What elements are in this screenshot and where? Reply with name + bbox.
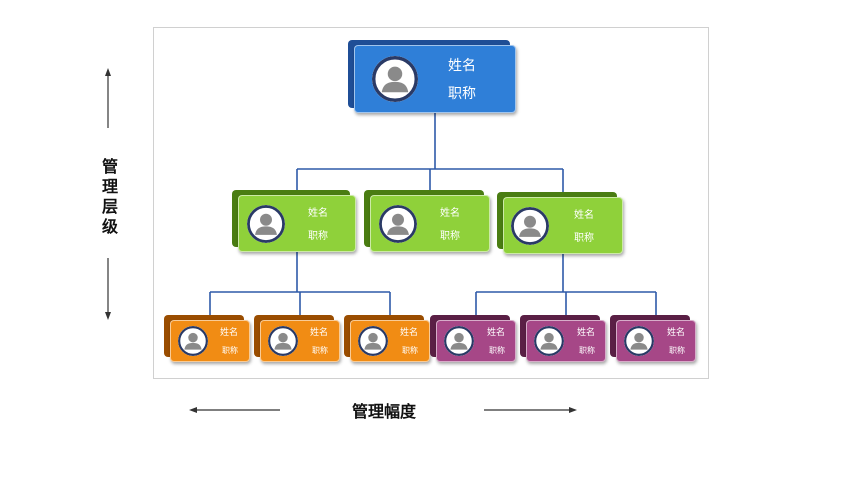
person-icon [247, 205, 285, 243]
node-name: 姓名 [487, 328, 506, 338]
node-name: 姓名 [220, 328, 239, 338]
person-icon [379, 205, 417, 243]
node-name: 姓名 [667, 328, 686, 338]
node-name: 姓名 [574, 210, 594, 221]
node-title: 职称 [308, 231, 328, 242]
org-node-staff-6: 姓名职称 [610, 315, 696, 362]
node-name: 姓名 [308, 208, 328, 219]
person-icon [511, 207, 549, 245]
management-span-label: 管理幅度 [352, 402, 417, 421]
person-icon [534, 326, 564, 356]
node-title: 职称 [669, 346, 685, 355]
person-icon [372, 56, 418, 102]
arrow-left-icon [189, 407, 280, 413]
org-node-staff-5: 姓名职称 [520, 315, 606, 362]
arrow-right-icon [484, 407, 577, 413]
org-node-mgr-2: 姓名职称 [364, 190, 490, 252]
org-node-mgr-1: 姓名职称 [232, 190, 356, 252]
arrow-down-icon [105, 258, 111, 320]
node-title: 职称 [402, 346, 418, 355]
management-levels-label: 管理层级 [101, 157, 118, 236]
org-node-staff-1: 姓名职称 [164, 315, 250, 362]
node-name: 姓名 [440, 208, 460, 219]
person-icon [268, 326, 298, 356]
node-title: 职称 [222, 346, 238, 355]
node-title: 职称 [440, 231, 460, 242]
org-node-staff-3: 姓名职称 [344, 315, 430, 362]
org-node-ceo: 姓名职称 [348, 40, 516, 113]
org-node-mgr-3: 姓名职称 [497, 192, 623, 254]
node-title: 职称 [448, 86, 476, 102]
org-node-staff-4: 姓名职称 [430, 315, 516, 362]
person-icon [624, 326, 654, 356]
person-icon [178, 326, 208, 356]
org-node-staff-2: 姓名职称 [254, 315, 340, 362]
node-name: 姓名 [400, 328, 419, 338]
node-name: 姓名 [448, 58, 476, 74]
person-icon [358, 326, 388, 356]
node-title: 职称 [489, 346, 505, 355]
node-title: 职称 [574, 233, 594, 244]
node-title: 职称 [579, 346, 595, 355]
person-icon [444, 326, 474, 356]
arrow-up-icon [105, 68, 111, 128]
node-title: 职称 [312, 346, 328, 355]
node-name: 姓名 [310, 328, 329, 338]
node-name: 姓名 [577, 328, 596, 338]
